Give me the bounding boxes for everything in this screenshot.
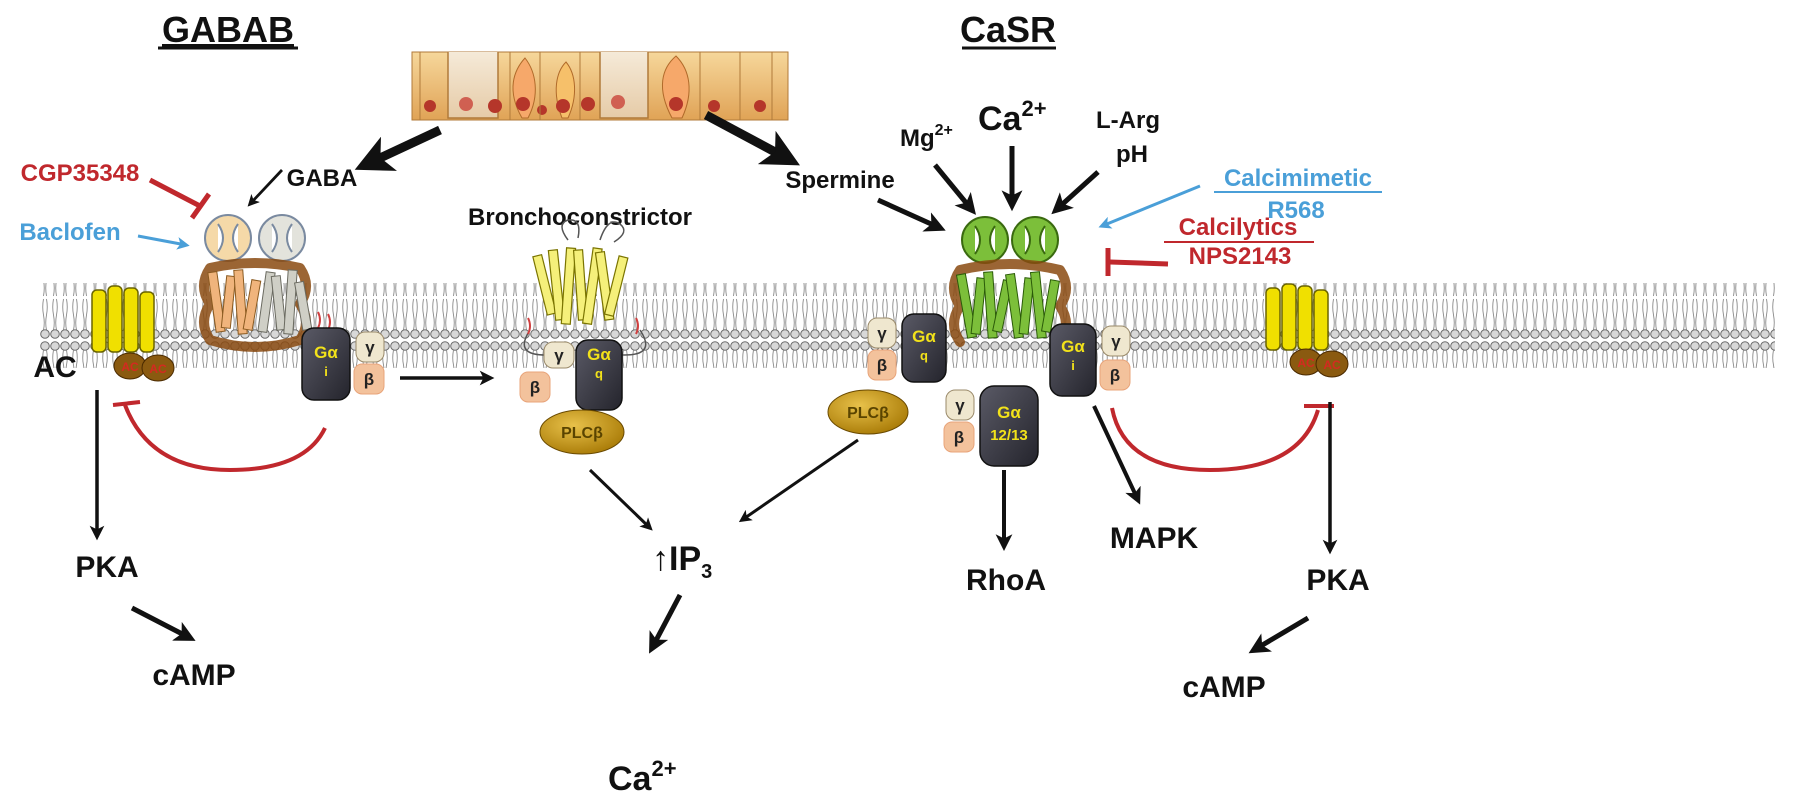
casr-gi-subtype: i — [1071, 358, 1075, 373]
epithelium-to-spermine-arrow — [703, 111, 800, 166]
center-gq-beta: β — [530, 378, 540, 397]
gi-to-mapk-arrow — [1092, 405, 1141, 505]
casr-receptor — [949, 216, 1071, 347]
left-ac-domain-2: AC — [149, 362, 167, 376]
left-gi-beta: β — [364, 370, 374, 389]
right-ac-domain-2: AC — [1323, 358, 1341, 372]
epithelium-to-gaba-arrow — [354, 125, 442, 171]
casr-gq-gamma: γ — [877, 324, 887, 343]
calcimimetic-label: Calcimimetic — [1224, 165, 1372, 192]
center-gq-protein: γ Gα q β PLCβ — [519, 339, 625, 455]
center-plc-to-ip3-arrow — [588, 468, 653, 531]
camp-right-label: cAMP — [1182, 671, 1265, 704]
calcimimetic-arrow — [1098, 184, 1201, 229]
airway-epithelium — [411, 51, 789, 121]
left-gi-inhibits-ac — [123, 404, 327, 473]
mg-arrow — [933, 163, 977, 215]
right-gi-inhibits-ac — [1110, 407, 1320, 473]
pka-left-label: PKA — [75, 551, 138, 584]
gaba-label: GABA — [287, 165, 358, 192]
pka-to-camp-right-arrow — [1248, 615, 1310, 654]
gaba-arrow — [247, 169, 284, 207]
pka-to-camp-left-arrow — [130, 605, 196, 641]
spermine-arrow — [876, 197, 946, 232]
center-gq-gamma: γ — [554, 346, 564, 365]
left-gi-subtype: i — [324, 364, 328, 379]
left-gi-gamma: γ — [365, 338, 375, 357]
casr-gi-gamma: γ — [1111, 332, 1121, 351]
ip3-label: ↑IP3 — [652, 540, 712, 583]
casr-gq-protein: γ β Gα q PLCβ — [827, 313, 947, 435]
right-adenylyl-cyclase: AC AC — [1265, 283, 1349, 378]
casr-title: CaSR — [960, 9, 1056, 50]
casr-gi-alpha: Gα — [1061, 337, 1085, 356]
casr-gq-subtype: q — [920, 348, 928, 363]
camp-left-label: cAMP — [152, 659, 235, 692]
casr-venus-flytrap-2 — [1011, 216, 1059, 264]
casr-plc-beta — [827, 389, 909, 435]
casr-plc-beta-label: PLCβ — [847, 405, 889, 422]
mapk-label: MAPK — [1110, 522, 1199, 555]
rhoa-label: RhoA — [966, 564, 1046, 597]
left-gi-protein: Gα i γ β — [301, 327, 385, 401]
left-ac-label: AC — [33, 351, 76, 384]
center-gq-alpha: Gα — [587, 345, 611, 364]
bronchoconstrictor-receptor — [523, 219, 647, 356]
center-gq-subtype: q — [595, 366, 603, 381]
casr-g12-subtype: 12/13 — [990, 427, 1028, 444]
casr-gi-protein: Gα i γ β — [1049, 323, 1131, 397]
bronchoconstrictor-label: Bronchoconstrictor — [468, 204, 692, 231]
ca-ligand-label: Ca2+ — [978, 96, 1047, 138]
baclofen-label: Baclofen — [19, 219, 120, 246]
r568-label: R568 — [1267, 197, 1324, 224]
mg-label: Mg2+ — [900, 122, 953, 152]
left-ac-domain-1: AC — [121, 360, 139, 374]
l-arg-label: L-Arg — [1096, 107, 1160, 134]
nps2143-label: NPS2143 — [1189, 243, 1292, 270]
center-plc-beta — [539, 409, 625, 455]
casr-gq-alpha: Gα — [912, 327, 936, 346]
ip3-to-ca-arrow — [649, 593, 683, 654]
l-arg-ph-arrow — [1051, 170, 1100, 215]
right-ac-domain-1: AC — [1297, 356, 1315, 370]
center-plc-beta-label: PLCβ — [561, 425, 603, 442]
gabab-receptor — [199, 214, 331, 352]
pka-right-label: PKA — [1306, 564, 1369, 597]
casr-venus-flytrap-1 — [961, 216, 1009, 264]
casr-g12-13-protein: γ β Gα 12/13 — [943, 385, 1039, 467]
casr-gi-beta: β — [1110, 366, 1120, 385]
ph-label: pH — [1116, 141, 1148, 168]
gabab2-venus-flytrap — [258, 214, 306, 262]
left-gi-alpha: Gα — [314, 343, 338, 362]
calcilytics-label: Calcilytics — [1179, 214, 1298, 241]
gabab-title: GABAB — [162, 9, 294, 50]
left-adenylyl-cyclase: AC AC — [91, 285, 175, 382]
casr-g12-beta: β — [954, 428, 964, 447]
casr-plc-to-ip3-arrow — [738, 438, 859, 523]
cgp35348-label: CGP35348 — [21, 160, 140, 187]
gabab1-venus-flytrap — [204, 214, 252, 262]
casr-g12-gamma: γ — [955, 396, 965, 415]
ca-output-label: Ca2+ — [608, 756, 677, 798]
casr-gq-beta: β — [877, 356, 887, 375]
baclofen-arrow — [137, 234, 190, 250]
cgp35348-inhibit-line — [148, 177, 202, 209]
calcilytics-inhibit-line — [1109, 259, 1169, 267]
casr-g12-alpha: Gα — [997, 403, 1021, 422]
spermine-label: Spermine — [785, 167, 894, 194]
